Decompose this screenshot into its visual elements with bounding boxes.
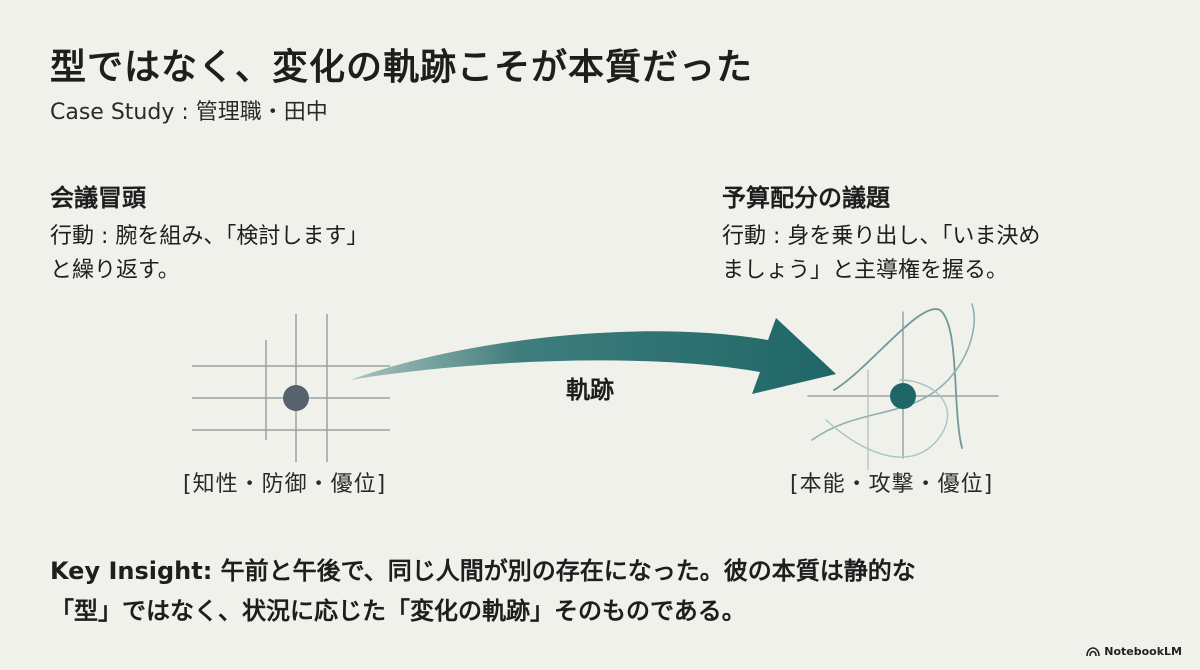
right-body-line-2: ましょう」と主導権を握る。 <box>722 258 1009 283</box>
left-body: 行動 : 腕を組み、「検討します」 と繰り返す。 <box>50 220 490 288</box>
brand-name: NotebookLM <box>1104 645 1182 658</box>
left-body-line-1: 行動 : 腕を組み、「検討します」 <box>50 224 369 249</box>
key-insight: Key Insight: 午前と午後で、同じ人間が別の存在になった。彼の本質は静… <box>50 551 1150 631</box>
right-body-line-1: 行動 : 身を乗り出し、「いま決め <box>722 224 1041 249</box>
right-body: 行動 : 身を乗り出し、「いま決め ましょう」と主導権を握る。 <box>722 220 1162 288</box>
notebooklm-brand: NotebookLM <box>1086 645 1182 658</box>
wave-curve <box>825 379 949 458</box>
notebooklm-logo-icon <box>1086 646 1101 656</box>
wave-curve <box>833 308 963 449</box>
right-heading: 予算配分の議題 <box>722 184 890 212</box>
slide-title: 型ではなく、変化の軌跡こそが本質だった <box>50 47 754 88</box>
left-body-line-2: と繰り返す。 <box>50 258 180 283</box>
key-insight-line-1: Key Insight: 午前と午後で、同じ人間が別の存在になった。彼の本質は静… <box>50 557 916 585</box>
arrow-label: 軌跡 <box>566 376 614 404</box>
left-position-dot <box>283 385 309 411</box>
trajectory-arrow <box>350 318 836 394</box>
static-grid <box>192 314 390 462</box>
right-position-dot <box>890 383 916 409</box>
right-caption: [本能・攻撃・優位] <box>790 472 994 497</box>
key-insight-line-2: 「型」ではなく、状況に応じた「変化の軌跡」そのものである。 <box>50 597 746 625</box>
slide-subtitle: Case Study : 管理職・田中 <box>50 100 328 125</box>
left-heading: 会議冒頭 <box>50 184 146 212</box>
left-caption: [知性・防御・優位] <box>183 472 387 497</box>
dynamic-curves <box>807 303 999 470</box>
trajectory-diagram <box>192 303 999 470</box>
wave-curve <box>811 303 975 441</box>
